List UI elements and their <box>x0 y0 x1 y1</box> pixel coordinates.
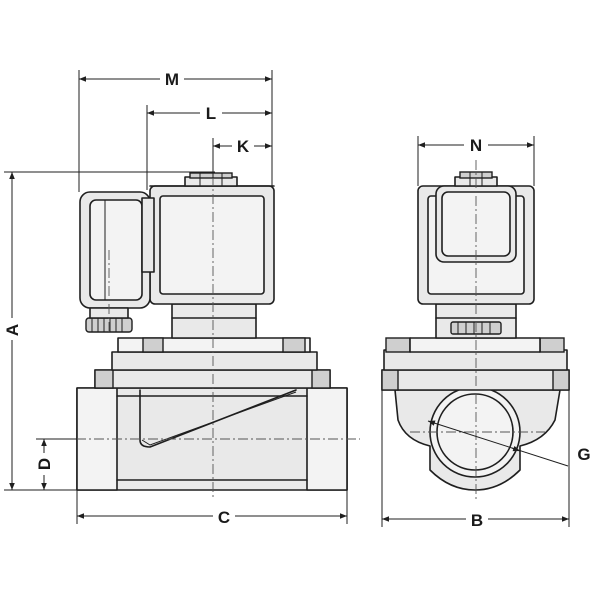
dim-label-g: G <box>577 445 590 464</box>
valve-body-front <box>394 386 561 491</box>
front-view <box>381 160 570 500</box>
dim-label-d: D <box>35 458 54 470</box>
dim-line-g <box>427 420 569 467</box>
coil-side <box>149 185 275 305</box>
dim-label-c: C <box>218 508 230 527</box>
dim-label-l: L <box>206 104 216 123</box>
dim-label-k: K <box>237 137 250 156</box>
side-view <box>40 140 360 500</box>
top-nut-side <box>184 172 238 187</box>
dim-label-m: M <box>165 70 179 89</box>
flange-front <box>381 337 570 391</box>
dim-label-n: N <box>470 136 482 155</box>
dimensions: M L K A D C N B <box>2 68 591 530</box>
connector-side <box>79 191 155 309</box>
dim-label-a: A <box>3 324 22 336</box>
flange-side <box>94 337 331 389</box>
stem-side <box>171 303 257 339</box>
dim-label-b: B <box>471 511 483 530</box>
